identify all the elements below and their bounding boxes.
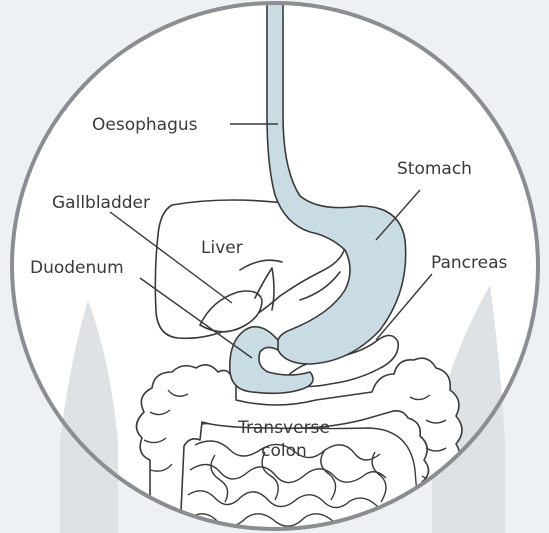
label-gallbladder: Gallbladder: [52, 193, 150, 213]
label-liver: Liver: [201, 238, 243, 258]
label-transverse-colon-line1: Transverse: [237, 418, 330, 438]
label-transverse-colon-line2: colon: [261, 441, 307, 461]
label-stomach: Stomach: [397, 159, 472, 179]
label-pancreas: Pancreas: [431, 253, 508, 273]
label-duodenum: Duodenum: [30, 258, 124, 278]
label-oesophagus: Oesophagus: [92, 115, 198, 135]
